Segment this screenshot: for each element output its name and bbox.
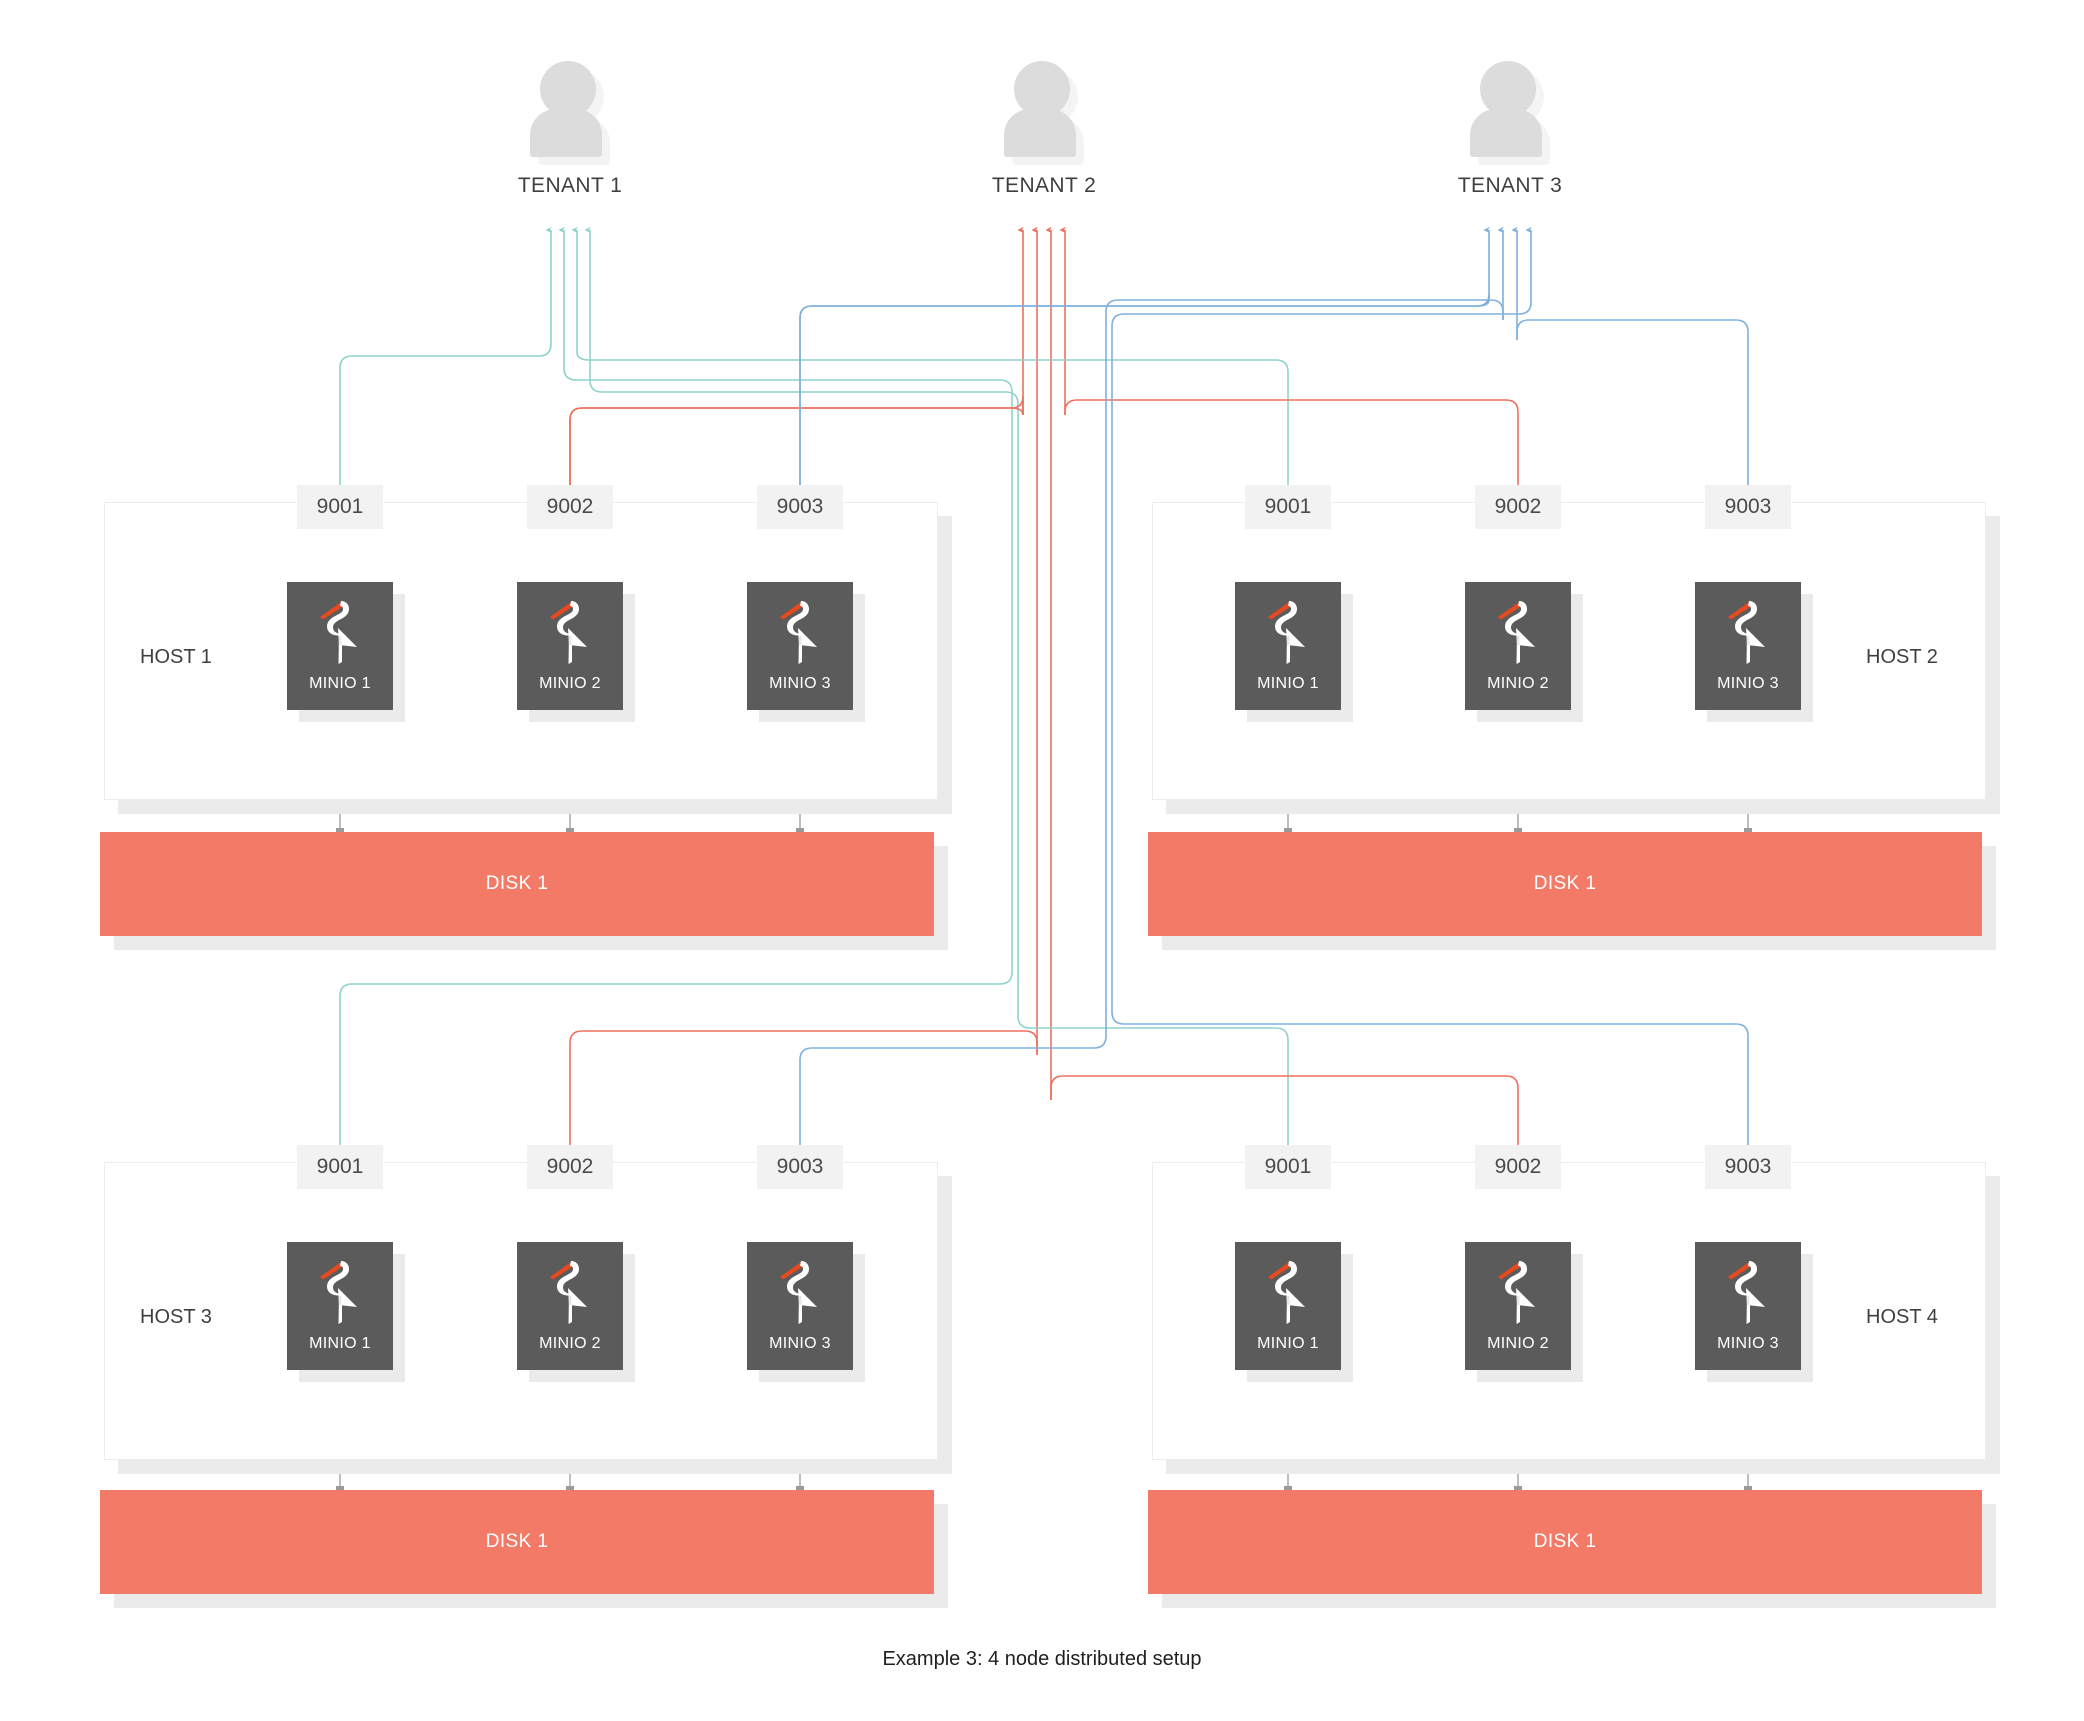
minio-node-host4-1[interactable]: MINIO 1 bbox=[1235, 1242, 1341, 1370]
tenant-label: TENANT 2 bbox=[991, 174, 1097, 197]
minio-label: MINIO 2 bbox=[539, 1335, 601, 1352]
port-chip-9001-host3: 9001 bbox=[297, 1145, 383, 1189]
port-chip-9001-host1: 9001 bbox=[297, 485, 383, 529]
minio-node-host2-1[interactable]: MINIO 1 bbox=[1235, 582, 1341, 710]
minio-node-host2-2[interactable]: MINIO 2 bbox=[1465, 582, 1571, 710]
minio-flamingo-icon bbox=[1498, 601, 1535, 664]
minio-node-host4-2[interactable]: MINIO 2 bbox=[1465, 1242, 1571, 1370]
person-icon bbox=[996, 55, 1092, 165]
disk-host4: DISK 1 bbox=[1148, 1490, 1982, 1594]
port-chip-9002-host1: 9002 bbox=[527, 485, 613, 529]
minio-flamingo-icon bbox=[550, 601, 587, 664]
disk-host3: DISK 1 bbox=[100, 1490, 934, 1594]
minio-flamingo-icon bbox=[550, 1261, 587, 1324]
minio-flamingo-icon bbox=[320, 1261, 357, 1324]
minio-label: MINIO 3 bbox=[769, 1335, 831, 1352]
minio-label: MINIO 3 bbox=[1717, 1335, 1779, 1352]
tenant-2[interactable]: TENANT 2 bbox=[944, 55, 1144, 198]
disk-host2: DISK 1 bbox=[1148, 832, 1982, 936]
port-chip-9003-host3: 9003 bbox=[757, 1145, 843, 1189]
host-4-label: HOST 4 bbox=[1866, 1306, 1938, 1328]
figure-caption: Example 3: 4 node distributed setup bbox=[882, 1648, 1202, 1670]
minio-flamingo-icon bbox=[1728, 1261, 1765, 1324]
tenant-3[interactable]: TENANT 3 bbox=[1410, 55, 1610, 198]
tenant-1[interactable]: TENANT 1 bbox=[470, 55, 670, 198]
disk-host1: DISK 1 bbox=[100, 832, 934, 936]
port-chip-9001-host4: 9001 bbox=[1245, 1145, 1331, 1189]
minio-node-host1-3[interactable]: MINIO 3 bbox=[747, 582, 853, 710]
port-chip-9003-host1: 9003 bbox=[757, 485, 843, 529]
host-3-label: HOST 3 bbox=[140, 1306, 212, 1328]
port-chip-9001-host2: 9001 bbox=[1245, 485, 1331, 529]
person-icon bbox=[1462, 55, 1558, 165]
minio-flamingo-icon bbox=[1268, 1261, 1305, 1324]
port-chip-9002-host3: 9002 bbox=[527, 1145, 613, 1189]
minio-flamingo-icon bbox=[780, 1261, 817, 1324]
minio-label: MINIO 1 bbox=[1257, 1335, 1319, 1352]
minio-node-host1-2[interactable]: MINIO 2 bbox=[517, 582, 623, 710]
minio-label: MINIO 2 bbox=[1487, 675, 1549, 692]
port-chip-9003-host4: 9003 bbox=[1705, 1145, 1791, 1189]
tenant-label: TENANT 1 bbox=[517, 174, 623, 197]
tenant-label: TENANT 3 bbox=[1457, 174, 1563, 197]
minio-flamingo-icon bbox=[1498, 1261, 1535, 1324]
minio-label: MINIO 2 bbox=[539, 675, 601, 692]
host-1-label: HOST 1 bbox=[140, 646, 212, 668]
port-chip-9002-host2: 9002 bbox=[1475, 485, 1561, 529]
minio-node-host4-3[interactable]: MINIO 3 bbox=[1695, 1242, 1801, 1370]
minio-label: MINIO 2 bbox=[1487, 1335, 1549, 1352]
minio-flamingo-icon bbox=[320, 601, 357, 664]
minio-node-host3-1[interactable]: MINIO 1 bbox=[287, 1242, 393, 1370]
minio-label: MINIO 3 bbox=[1717, 675, 1779, 692]
port-chip-9002-host4: 9002 bbox=[1475, 1145, 1561, 1189]
minio-flamingo-icon bbox=[1268, 601, 1305, 664]
minio-flamingo-icon bbox=[1728, 601, 1765, 664]
minio-label: MINIO 1 bbox=[309, 1335, 371, 1352]
minio-node-host1-1[interactable]: MINIO 1 bbox=[287, 582, 393, 710]
minio-flamingo-icon bbox=[780, 601, 817, 664]
minio-label: MINIO 3 bbox=[769, 675, 831, 692]
port-chip-9003-host2: 9003 bbox=[1705, 485, 1791, 529]
person-icon bbox=[522, 55, 618, 165]
minio-node-host3-3[interactable]: MINIO 3 bbox=[747, 1242, 853, 1370]
minio-node-host2-3[interactable]: MINIO 3 bbox=[1695, 582, 1801, 710]
host-2-label: HOST 2 bbox=[1866, 646, 1938, 668]
minio-node-host3-2[interactable]: MINIO 2 bbox=[517, 1242, 623, 1370]
minio-label: MINIO 1 bbox=[309, 675, 371, 692]
minio-label: MINIO 1 bbox=[1257, 675, 1319, 692]
